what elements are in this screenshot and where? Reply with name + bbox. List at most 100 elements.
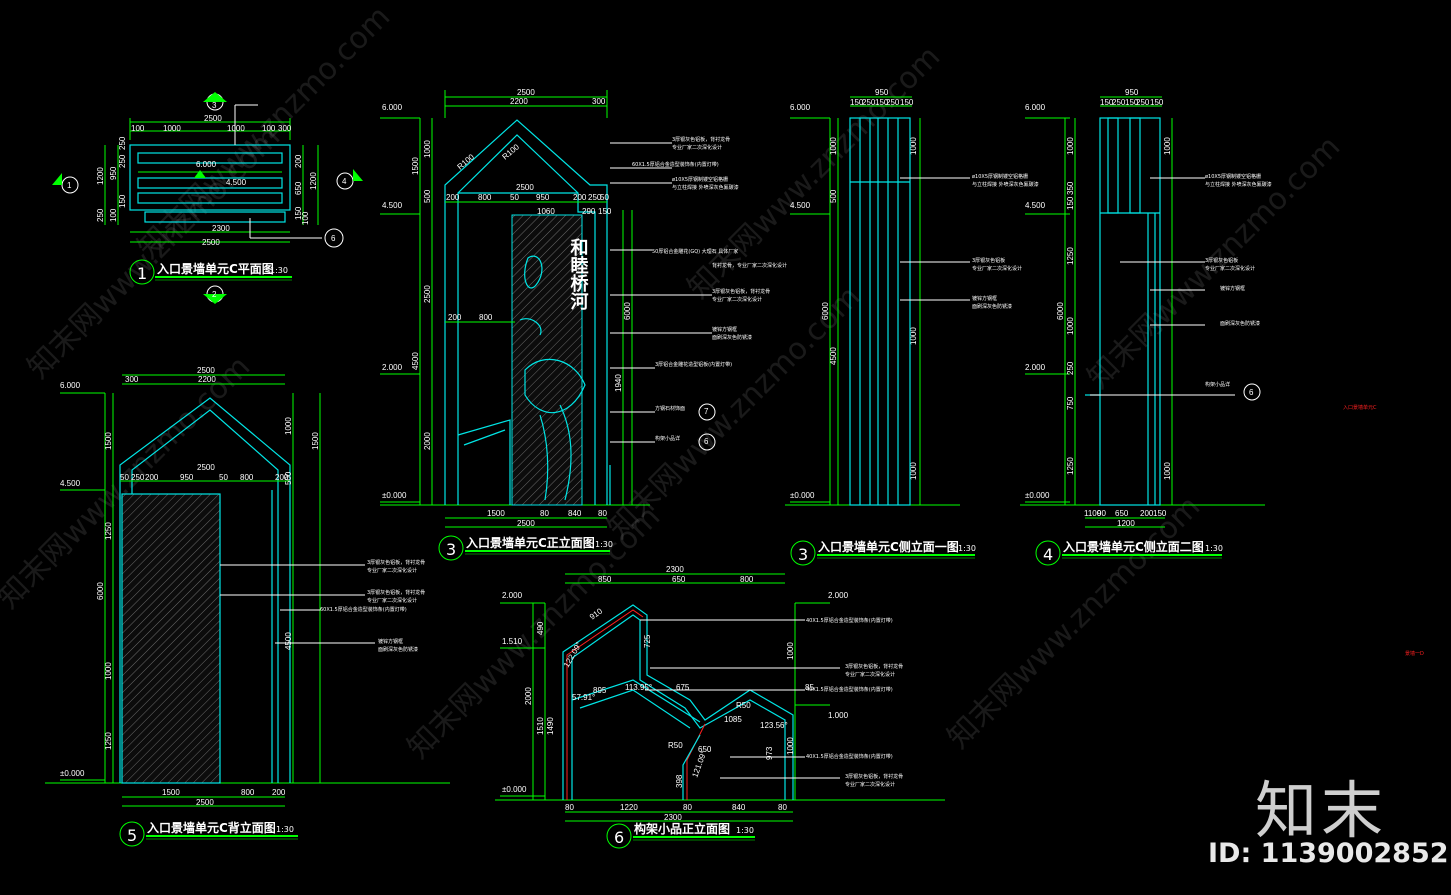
svg-text:850: 850 <box>598 575 612 584</box>
front-dim-mid: 250 <box>588 193 602 202</box>
front-dim-mid: 200 <box>446 193 460 202</box>
svg-text:1:30: 1:30 <box>595 540 613 549</box>
svg-text:57.91°: 57.91° <box>572 693 595 702</box>
svg-text:1085: 1085 <box>724 715 742 724</box>
frame-inner-dims: 910 122.09° 57.91° 895 113.95° 725 675 R… <box>562 606 815 788</box>
front-radius: R100 <box>456 152 477 172</box>
svg-text:3厚银灰色铝板，背衬龙骨: 3厚银灰色铝板，背衬龙骨 <box>367 589 425 596</box>
svg-text:500: 500 <box>284 471 293 485</box>
svg-text:250: 250 <box>1066 361 1075 375</box>
front-dim-top: 2500 <box>517 88 535 97</box>
front-dim-bottom: 2500 <box>517 519 535 528</box>
svg-text:250: 250 <box>131 473 145 482</box>
plan-dim-left: 150 <box>118 194 127 208</box>
svg-text:200: 200 <box>275 473 289 482</box>
plan-dim-left: 1200 <box>96 167 105 185</box>
plan-dim-top: 100 <box>262 124 276 133</box>
svg-text:1.000: 1.000 <box>828 711 849 720</box>
plan-leader <box>234 104 258 145</box>
plan-level-arrow <box>194 170 206 178</box>
svg-text:专业厂家二次深化设计: 专业厂家二次深化设计 <box>367 597 417 604</box>
svg-text:与立柱焊接 外喷深灰色氟碳漆: 与立柱焊接 外喷深灰色氟碳漆 <box>1205 181 1272 188</box>
svg-text:650: 650 <box>672 575 686 584</box>
svg-text:4500: 4500 <box>829 347 838 365</box>
svg-text:200: 200 <box>145 473 159 482</box>
svg-text:6: 6 <box>331 234 336 243</box>
svg-text:3厚银灰色铝板，背衬龙骨: 3厚银灰色铝板，背衬龙骨 <box>367 559 425 566</box>
svg-text:150: 150 <box>1153 509 1167 518</box>
svg-text:2: 2 <box>212 290 217 299</box>
plan-dim-right: 200 <box>294 154 303 168</box>
svg-text:150: 150 <box>1125 98 1139 107</box>
svg-text:800: 800 <box>241 788 255 797</box>
front-dim-mid: 50 <box>510 193 519 202</box>
svg-text:R50: R50 <box>668 741 683 750</box>
svg-text:250: 250 <box>1136 98 1150 107</box>
plan-dim-top: 100 <box>131 124 145 133</box>
svg-text:背衬龙骨，专业厂家二次深化设计: 背衬龙骨，专业厂家二次深化设计 <box>712 262 787 269</box>
svg-text:250: 250 <box>886 98 900 107</box>
frame-elevation: 2.000 1.510 ±0.000 2.000 1.000 490 2000 … <box>495 565 945 849</box>
red-label: 入口景墙单元C <box>1343 404 1377 411</box>
svg-text:入口景墙单元C侧立面一图: 入口景墙单元C侧立面一图 <box>818 539 959 554</box>
front-dim-mid2: 1060 <box>537 207 555 216</box>
plan-dim-right: 650 <box>294 181 303 195</box>
svg-text:800: 800 <box>240 473 254 482</box>
front-dim-bottom: 1500 <box>487 509 505 518</box>
svg-text:1000: 1000 <box>1163 462 1172 480</box>
back-elevation: 6.000 4.500 ±0.000 1500 1250 6000 1000 1… <box>45 366 450 847</box>
plan-dim-top: 2500 <box>204 114 222 123</box>
svg-text:6: 6 <box>614 828 624 847</box>
side1-notes: ø10X5厚钢制镂空铝格栅 与立柱焊接 外喷深灰色氟碳漆 3厚银灰色铝板 专业厂… <box>900 173 1039 310</box>
svg-text:2200: 2200 <box>198 375 216 384</box>
svg-text:725: 725 <box>643 634 652 648</box>
front-dim-top: 2200 <box>510 97 528 106</box>
svg-text:6000: 6000 <box>821 302 830 320</box>
svg-text:150: 150 <box>875 98 889 107</box>
side2-title: 4 入口景墙单元C侧立面二图 1:30 <box>1035 539 1223 566</box>
front-dim-mid: 50 <box>600 193 609 202</box>
svg-text:1000: 1000 <box>1066 137 1075 155</box>
svg-text:6000: 6000 <box>1056 302 1065 320</box>
watermark-logo: 知末 <box>1255 774 1388 847</box>
plan-dim-top: 1000 <box>227 124 245 133</box>
svg-text:1:30: 1:30 <box>958 544 976 553</box>
plan-marker-top: 3 <box>203 92 227 111</box>
svg-text:3厚银灰色铝板，背衬龙骨: 3厚银灰色铝板，背衬龙骨 <box>845 663 903 670</box>
svg-text:专业厂家二次深化设计: 专业厂家二次深化设计 <box>672 144 722 151</box>
svg-text:R50: R50 <box>736 701 751 710</box>
svg-text:6.000: 6.000 <box>790 103 811 112</box>
svg-text:60X1.5厚铝合金造型装饰条(内置灯带): 60X1.5厚铝合金造型装饰条(内置灯带) <box>320 606 407 613</box>
svg-text:150: 150 <box>850 98 864 107</box>
svg-text:1: 1 <box>137 264 147 283</box>
plan-dim-bottom: 2300 <box>212 224 230 233</box>
svg-text:专业厂家二次深化设计: 专业厂家二次深化设计 <box>972 265 1022 272</box>
svg-text:40X1.5厚铝合金造型装饰条(内置灯带): 40X1.5厚铝合金造型装饰条(内置灯带) <box>806 686 893 693</box>
plan-marker-right: 4 <box>336 169 363 190</box>
plan-level: 4.500 <box>226 178 247 187</box>
svg-text:4: 4 <box>1043 545 1053 564</box>
svg-text:2.000: 2.000 <box>1025 363 1046 372</box>
plan-title: 1 入口景墙单元C平面图 1:30 <box>129 259 292 285</box>
svg-text:3: 3 <box>212 101 217 110</box>
front-dim-bottom: 840 <box>568 509 582 518</box>
svg-text:4500: 4500 <box>284 632 293 650</box>
svg-text:1250: 1250 <box>104 522 113 540</box>
svg-text:1000: 1000 <box>104 662 113 680</box>
svg-text:150: 150 <box>1150 98 1164 107</box>
svg-text:4.500: 4.500 <box>790 201 811 210</box>
svg-text:6: 6 <box>704 437 709 446</box>
front-dim-right: 6000 <box>623 302 632 320</box>
svg-text:3厚银灰色铝板，背衬龙骨: 3厚银灰色铝板，背衬龙骨 <box>672 136 730 143</box>
svg-text:90: 90 <box>1097 509 1106 518</box>
front-dim-mid: 200 <box>573 193 587 202</box>
svg-text:1000: 1000 <box>1066 317 1075 335</box>
svg-text:973: 973 <box>765 746 774 760</box>
side-elevation-one: 6.000 4.500 ±0.000 1000 500 6000 4500 10… <box>785 88 1039 566</box>
plan-dim-left: 100 <box>109 208 118 222</box>
svg-text:4: 4 <box>342 177 347 186</box>
svg-text:3厚银灰色铝板，背衬龙骨: 3厚银灰色铝板，背衬龙骨 <box>712 288 770 295</box>
svg-text:150: 150 <box>1100 98 1114 107</box>
svg-text:镀锌方钢框: 镀锌方钢框 <box>972 295 997 302</box>
